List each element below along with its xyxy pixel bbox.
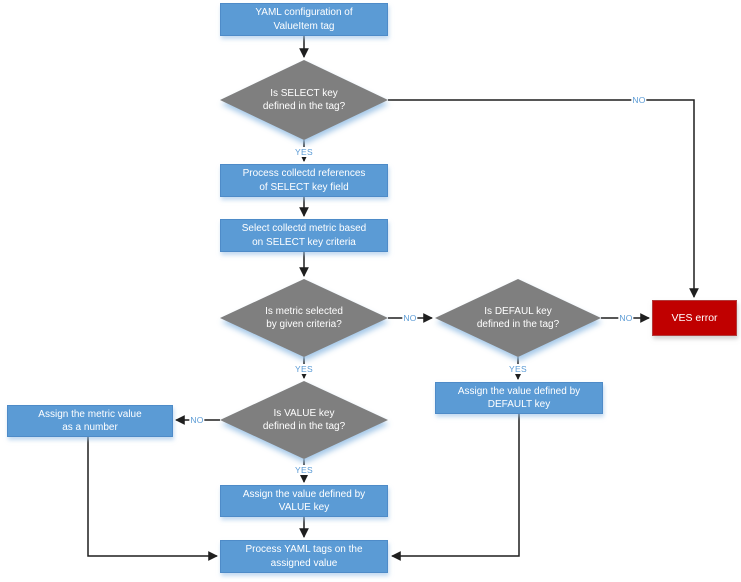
node-ves-error: VES error <box>652 300 737 336</box>
node-label-line: by given criteria? <box>266 319 342 330</box>
node-label-line: Assign the metric value <box>38 408 142 420</box>
node-label-line: ValueItem tag <box>273 20 335 32</box>
node-label-line: assigned value <box>270 557 338 569</box>
node-label-line: Is VALUE key <box>273 407 335 419</box>
edge-label-metric-no: NO <box>402 313 418 323</box>
node-label-line: defined in the tag? <box>262 101 346 112</box>
diamond-shape: Is SELECT key defined in the tag? <box>220 60 388 140</box>
edge-assigndefault-to-processyaml <box>391 414 520 561</box>
node-label-line: Assign the value defined by <box>242 488 366 500</box>
node-is-defaul: Is DEFAUL key defined in the tag? <box>435 279 601 357</box>
node-select-metric: Select collectd metric based on SELECT k… <box>220 219 388 252</box>
node-label-line: Assign the value defined by <box>457 385 581 397</box>
edge-label-defaul-yes: YES <box>508 364 528 374</box>
edge-label-select-yes: YES <box>294 147 314 157</box>
node-label-line: defined in the tag? <box>476 319 560 330</box>
node-label-line: VALUE key <box>278 502 330 513</box>
node-label-line: Is metric selected <box>265 305 343 317</box>
node-label-line: Select collectd metric based <box>241 223 367 235</box>
edge-label-value-no: NO <box>189 415 205 425</box>
node-label-line: DEFAULT key <box>487 399 551 410</box>
diamond-shape: Is VALUE key defined in the tag? <box>220 381 388 459</box>
node-label-line: Process YAML tags on the <box>245 544 363 556</box>
node-yaml-config: YAML configuration of ValueItem tag <box>220 3 388 36</box>
node-is-metric: Is metric selected by given criteria? <box>220 279 388 357</box>
node-label-line: as a number <box>62 422 118 433</box>
node-is-value: Is VALUE key defined in the tag? <box>220 381 388 459</box>
node-process-yaml: Process YAML tags on the assigned value <box>220 540 388 573</box>
edge-label-select-no: NO <box>631 95 647 105</box>
node-label-line: on SELECT key criteria <box>252 236 356 248</box>
node-label-line: defined in the tag? <box>262 421 346 432</box>
edge-select-no <box>388 99 699 298</box>
node-process-refs: Process collectd references of SELECT ke… <box>220 164 388 197</box>
node-assign-value: Assign the value defined by VALUE key <box>220 485 388 517</box>
node-label-line: Is SELECT key <box>270 87 338 99</box>
node-label-line: Is DEFAUL key <box>484 305 552 317</box>
diamond-shape: Is metric selected by given criteria? <box>220 279 388 357</box>
edge-label-value-yes: YES <box>294 465 314 475</box>
node-assign-metric: Assign the metric value as a number <box>7 405 173 437</box>
edge-label-metric-yes: YES <box>294 364 314 374</box>
node-label-line: VES error <box>671 312 718 324</box>
node-label-line: YAML configuration of <box>255 7 353 19</box>
edge-label-defaul-no: NO <box>618 313 634 323</box>
node-assign-default: Assign the value defined by DEFAULT key <box>435 382 603 414</box>
edge-assignmetric-to-processyaml <box>87 437 218 561</box>
diamond-shape: Is DEFAUL key defined in the tag? <box>435 279 601 357</box>
node-is-select: Is SELECT key defined in the tag? <box>220 60 388 140</box>
node-label-line: Process collectd references <box>242 168 366 180</box>
node-label-line: of SELECT key field <box>259 181 349 193</box>
